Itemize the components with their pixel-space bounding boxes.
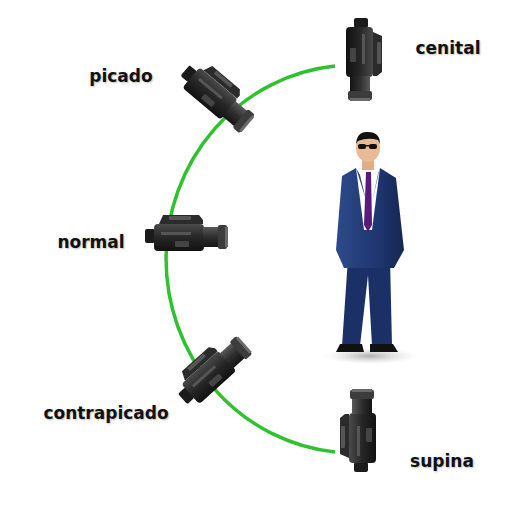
angle-label: picado	[89, 66, 152, 86]
angle-label: contrapicado	[43, 403, 168, 423]
angle-label: supina	[410, 451, 474, 471]
angle-label: normal	[57, 232, 124, 252]
angle-label: cenital	[416, 38, 481, 58]
man-figure	[324, 132, 416, 364]
camera-arc	[166, 66, 335, 452]
